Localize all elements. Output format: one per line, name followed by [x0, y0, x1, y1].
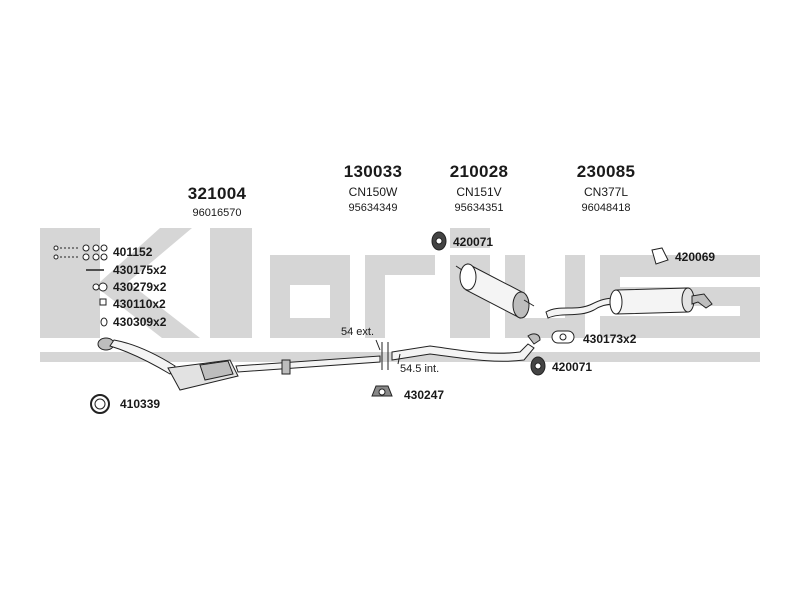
part-number: 321004	[187, 184, 247, 203]
part-code: CN377L	[583, 185, 629, 199]
fitting-label: 430175x2	[113, 263, 167, 277]
rubber-mount-icon	[530, 356, 546, 376]
part-number: 230085	[576, 162, 636, 181]
mid-pipe	[381, 333, 541, 370]
part-number: 210028	[449, 162, 509, 181]
oem-number: 95634351	[454, 202, 504, 214]
fitting-label: 420071	[552, 360, 593, 374]
rubber-mount-icon	[651, 247, 669, 265]
oem-number: 95634349	[348, 202, 398, 214]
bolt-kit-icon	[53, 244, 108, 261]
oem-number: 96048418	[581, 202, 631, 214]
fitting-label: 430110x2	[113, 297, 166, 311]
fitting-label: 401152	[113, 245, 153, 259]
fitting-label: 430279x2	[113, 280, 167, 294]
length-note: 54.5 int.	[400, 363, 440, 375]
fitting-label: 430309x2	[113, 315, 167, 329]
fitting-label: 430247	[404, 388, 445, 402]
part-header: 321004 96016570	[157, 184, 277, 219]
fitting-label: 430173x2	[583, 332, 637, 346]
fitting-label: 410339	[120, 397, 161, 411]
part-code: CN151V	[456, 185, 502, 199]
rubber-mount-icon	[431, 231, 447, 251]
dimension-marks	[375, 339, 401, 365]
part-header: 230085 CN377L 96048418	[546, 162, 666, 214]
clip-icon	[100, 317, 108, 327]
hardware-icons	[371, 231, 669, 397]
fittings-icons	[53, 244, 110, 414]
washer-icon	[99, 298, 107, 306]
clamp-icon	[551, 330, 575, 344]
center-silencer	[455, 263, 535, 319]
length-note: 54 ext.	[341, 326, 375, 338]
part-code: CN150W	[348, 185, 398, 199]
part-number: 130033	[343, 162, 403, 181]
hanger-icon	[371, 385, 393, 397]
fitting-label: 420069	[675, 250, 716, 264]
front-pipe-catalyst	[97, 337, 381, 391]
rear-silencer	[545, 287, 713, 319]
gasket-ring-icon	[90, 394, 110, 414]
oem-number: 96016570	[192, 207, 242, 219]
fitting-label: 420071	[453, 235, 494, 249]
part-header: 130033 CN150W 95634349	[313, 162, 433, 214]
part-header: 210028 CN151V 95634351	[419, 162, 539, 214]
nut-icon	[92, 282, 108, 292]
